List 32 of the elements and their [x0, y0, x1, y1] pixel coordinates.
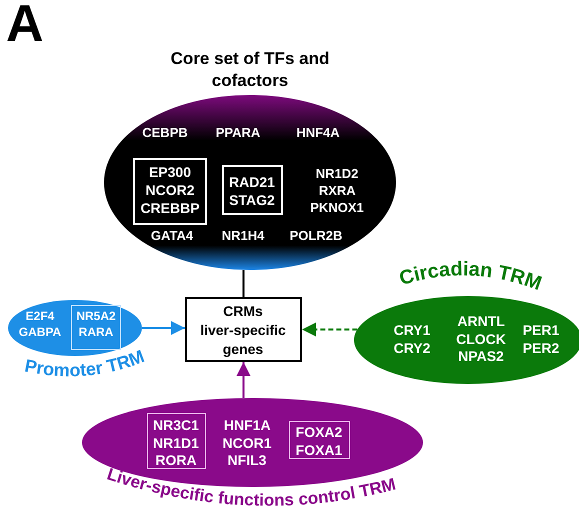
arrow — [236, 362, 250, 398]
gene-label: FOXA2 FOXA1 — [296, 424, 342, 459]
gene-label: CRY1 CRY2 — [394, 322, 430, 357]
module-title: Circadian TRM — [396, 258, 544, 296]
gene-label: GATA4 — [150, 228, 194, 245]
connector-line — [242, 270, 244, 297]
gene-group-box — [133, 158, 207, 225]
gene-label: HNF4A — [296, 125, 340, 142]
gene-label: NR3C1 NR1D1 RORA — [153, 417, 199, 468]
module-title: Core set of TFs and cofactors — [170, 48, 330, 92]
gene-label: EP300 NCOR2 CREBBP — [140, 163, 200, 218]
arrow — [142, 321, 185, 335]
gene-label: PPARA — [216, 125, 260, 142]
gene-label: POLR2B — [290, 228, 342, 245]
arrow — [302, 322, 358, 336]
gene-label: NR1D2 RXRA PKNOX1 — [310, 166, 364, 217]
gene-label: NR1H4 — [222, 228, 264, 245]
gene-label: RAD21 STAG2 — [229, 173, 275, 210]
gene-group-box — [147, 413, 206, 469]
gene-label: PER1 PER2 — [522, 322, 560, 357]
module-title: Promoter TRM — [23, 346, 147, 380]
gene-label: HNF1A NCOR1 NFIL3 — [222, 417, 272, 470]
gene-group-box — [71, 305, 121, 350]
gene-group-box — [222, 165, 283, 215]
gene-label: NR5A2 RARA — [76, 309, 116, 340]
panel-letter: A — [6, 0, 44, 54]
gene-label: E2F4 GABPA — [18, 309, 62, 340]
target-box — [185, 297, 302, 362]
target-label: CRMs liver-specific genes — [200, 302, 286, 359]
gene-group-box — [289, 421, 350, 459]
gene-label: ARNTL CLOCK NPAS2 — [456, 313, 506, 366]
gene-label: CEBPB — [142, 125, 188, 142]
